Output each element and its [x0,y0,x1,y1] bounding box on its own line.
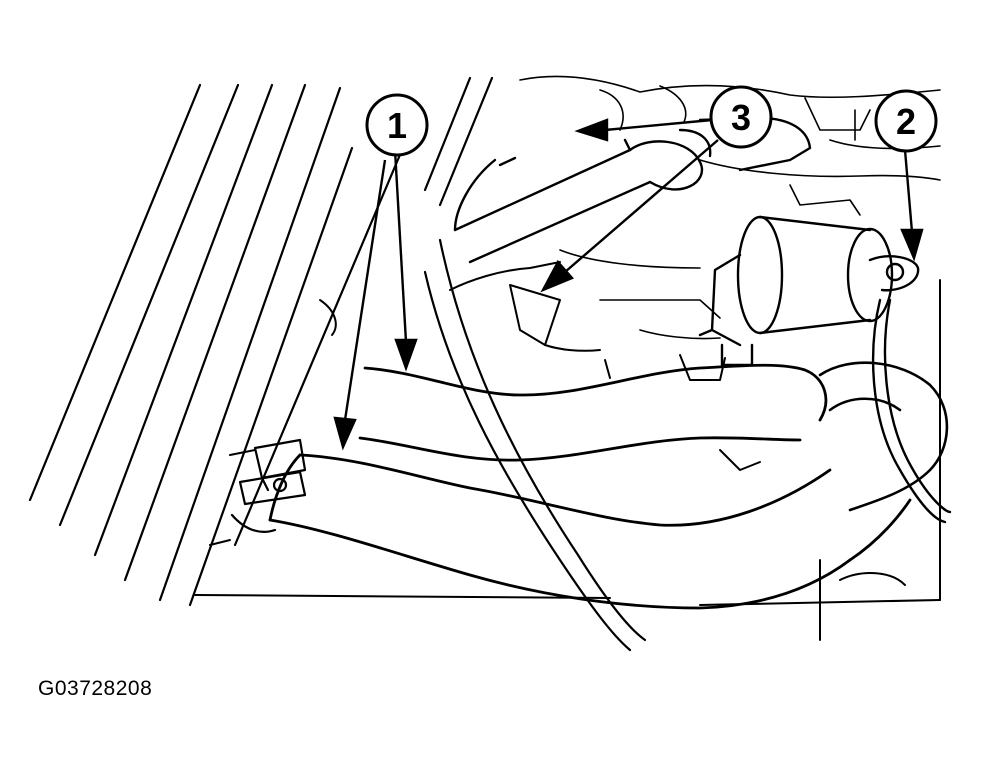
callout-2: 2 [874,89,938,153]
bracket [449,261,726,381]
arrowhead-3b [540,259,575,293]
sensor-body [698,215,920,367]
engine-background [519,75,941,340]
arrowhead-2 [900,228,924,262]
sensor-wire [871,298,952,524]
arrowhead-1b [333,416,357,451]
callout-3: 3 [709,85,773,149]
hose-clamp [230,438,307,533]
coolant-pipe-loop [818,361,949,512]
figure-id-label: G03728208 [38,677,153,700]
callout-leaders [333,118,924,451]
radiator-fins [28,76,494,607]
arrowhead-1a [394,338,418,372]
hose-upper [358,363,828,462]
hose-lower [268,453,912,610]
callout-1-label: 1 [387,105,407,146]
callout-2-label: 2 [896,101,916,142]
frame-lines [194,279,941,641]
callout-3-label: 3 [731,97,751,138]
arrowhead-3a [574,118,609,142]
thin-rod [423,238,647,652]
callout-1: 1 [365,93,429,157]
